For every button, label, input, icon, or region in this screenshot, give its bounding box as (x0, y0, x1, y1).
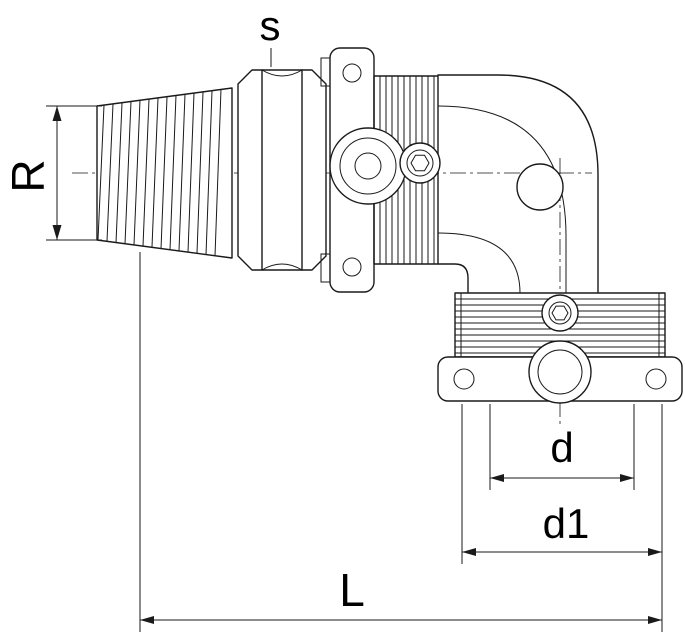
elbow-outer-edge (437, 74, 599, 294)
outlet-plug-outer-circle (541, 294, 579, 332)
hex-socket-top (410, 154, 430, 172)
outlet-boss-inner-circle (537, 349, 583, 395)
outlet-plug-inner-circle (548, 301, 572, 325)
R-arrow-up (52, 106, 62, 121)
elbow-wall-inner (437, 232, 521, 294)
dimension-L: L (139, 252, 662, 632)
elbow-bend (437, 74, 599, 294)
dimension-R: R (2, 105, 102, 241)
front-bosses (329, 127, 592, 404)
hex-chamfer-bottom (261, 263, 303, 271)
d-arrow-right (620, 474, 634, 482)
L-arrow-right (648, 616, 662, 624)
dimension-d1: d1 (461, 404, 663, 632)
thread-hatch (97, 88, 222, 257)
bolt-hole-top (342, 63, 362, 83)
d-arrow-left (490, 474, 504, 482)
d1-arrow-left (462, 548, 476, 556)
plug-boss-outer-circle (399, 142, 441, 184)
bottom-bolt-hole-left (453, 368, 475, 390)
dim-label-d1: d1 (543, 500, 590, 547)
L-arrow-left (140, 616, 154, 624)
hex-nut-outline (237, 69, 327, 271)
hex-nut (237, 69, 327, 271)
dimension-d: d (489, 404, 635, 490)
threaded-spigot (96, 87, 233, 259)
hex-chamfer-top (261, 69, 303, 77)
plug-boss-inner-circle (406, 149, 434, 177)
dimension-s: s (260, 2, 281, 67)
d1-arrow-right (648, 548, 662, 556)
main-boss-outer-circle (329, 127, 407, 205)
elbow-inner-edge (437, 263, 469, 294)
dim-label-R: R (2, 159, 54, 192)
bend-boss-circle (516, 163, 564, 211)
main-boss-inner-circle (354, 152, 382, 180)
dim-label-L: L (339, 564, 365, 616)
bottom-bolt-hole-right (645, 368, 667, 390)
dim-label-s: s (260, 2, 281, 49)
hex-socket-bottom (551, 305, 569, 321)
elbow-wall-outer (437, 105, 567, 293)
R-arrow-down (52, 225, 62, 240)
main-boss-mid-circle (339, 137, 397, 195)
bolt-hole-bottom (342, 257, 362, 277)
dim-label-d: d (550, 424, 573, 471)
